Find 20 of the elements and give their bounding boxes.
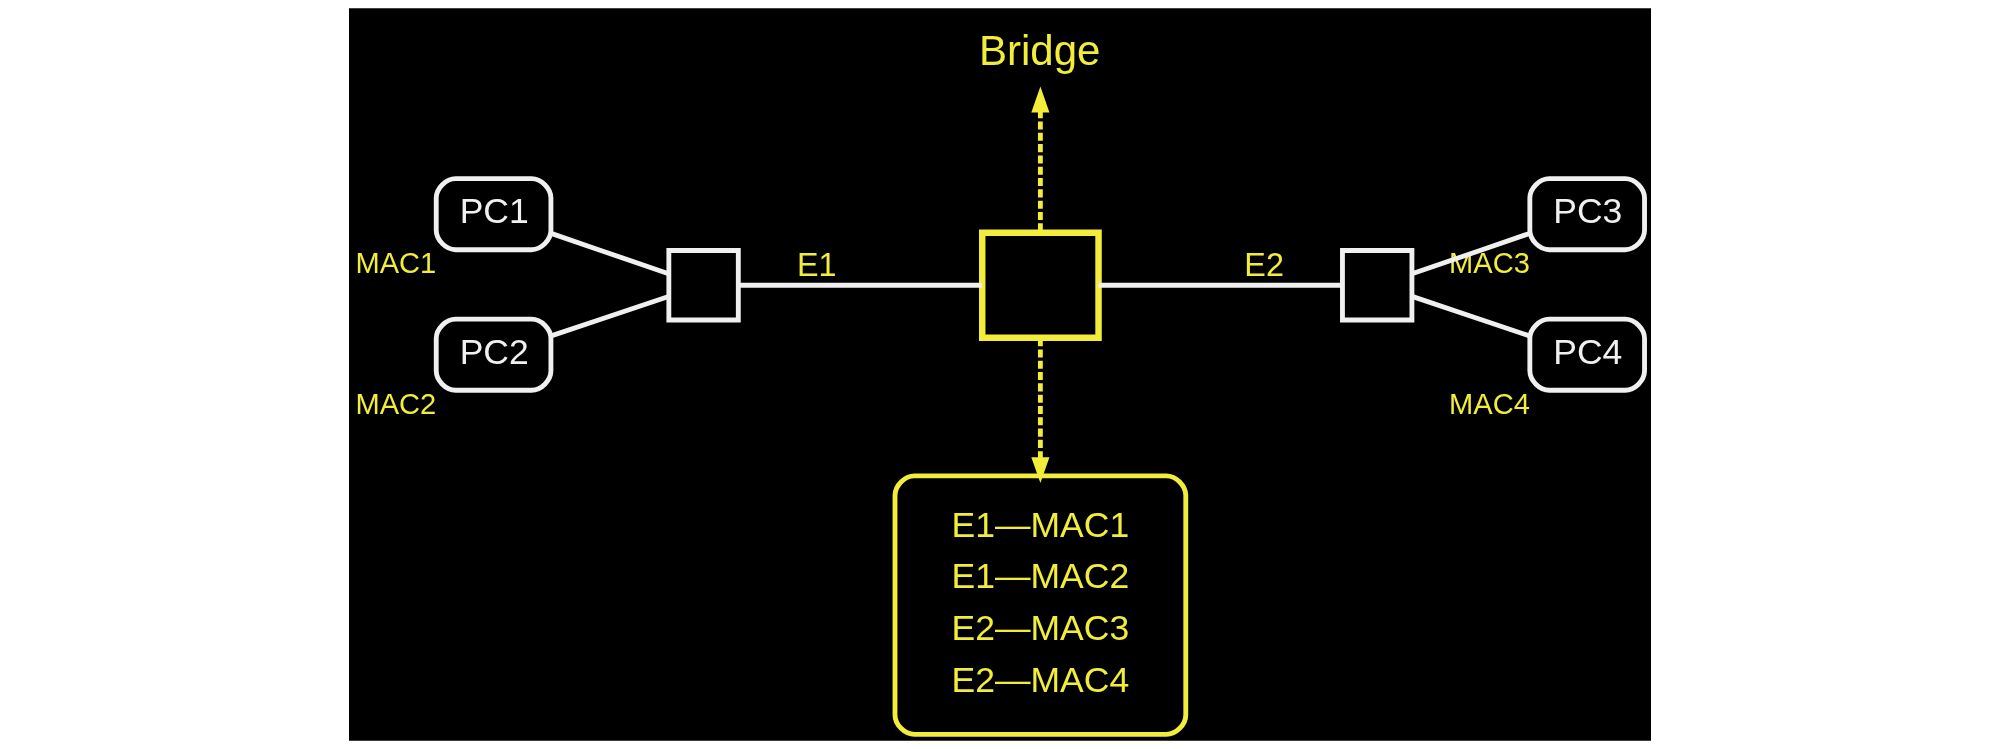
connector (1411, 294, 1531, 339)
node-box (979, 229, 1102, 341)
arrow (1031, 338, 1050, 484)
edge-label: E1 (796, 246, 837, 283)
node-box: PC4 (1527, 316, 1647, 393)
connector (1411, 231, 1531, 277)
arrow (1031, 86, 1050, 233)
node-box: E1—MAC1 E1—MAC2 E2—MAC3 E2—MAC4 (892, 473, 1189, 737)
connector (550, 231, 670, 277)
node-box: PC2 (433, 316, 554, 393)
node-box: PC1 (433, 176, 554, 253)
edge-label: E2 (1244, 246, 1284, 283)
connector (1098, 282, 1343, 288)
connector (738, 282, 982, 288)
node-box: PC3 (1527, 176, 1647, 253)
node-box (666, 248, 741, 323)
node-text: Bridge (979, 27, 1101, 75)
connector (550, 294, 670, 339)
node-label: MAC4 (1449, 387, 1530, 420)
node-box (1340, 248, 1415, 323)
